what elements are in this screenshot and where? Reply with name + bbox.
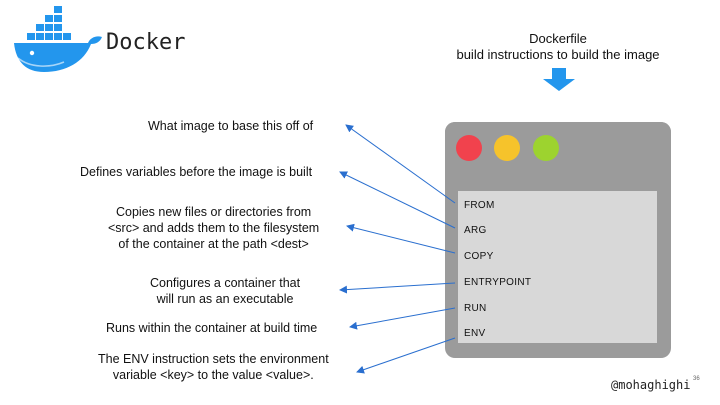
author-handle: @mohaghighi: [611, 378, 691, 392]
description-copy: Copies new files or directories from <sr…: [108, 205, 320, 251]
down-arrow-icon: [543, 68, 575, 91]
arrow-arg: [339, 171, 456, 229]
brand-name: Docker: [106, 30, 186, 55]
description-env: The ENV instruction sets the environment…: [98, 352, 329, 382]
arrow-run: [349, 307, 456, 330]
description-from: What image to base this off of: [148, 119, 314, 133]
instruction-copy: COPY: [464, 251, 494, 262]
description-arg: Defines variables before the image is bu…: [80, 165, 313, 179]
maximize-dot-icon: [533, 135, 559, 161]
arrow-from: [345, 124, 456, 204]
instruction-entrypoint: ENTRYPOINT: [464, 277, 532, 288]
instruction-run: RUN: [464, 303, 487, 314]
instruction-from: FROM: [464, 200, 495, 211]
description-entrypoint: Configures a container that will run as …: [150, 276, 301, 306]
close-dot-icon: [456, 135, 482, 161]
instruction-env: ENV: [464, 328, 486, 339]
header-title: Dockerfile: [529, 31, 587, 46]
instruction-arg: ARG: [464, 225, 487, 236]
description-run: Runs within the container at build time: [106, 321, 318, 335]
arrow-copy: [346, 223, 456, 254]
page-number: 36: [693, 376, 700, 382]
arrow-env: [356, 337, 456, 374]
window-titlebar: [445, 122, 671, 174]
header-subtitle: build instructions to build the image: [456, 47, 660, 62]
docker-whale-logo: [14, 6, 102, 72]
minimize-dot-icon: [494, 135, 520, 161]
dockerfile-window: FROM ARG COPY ENTRYPOINT RUN ENV: [445, 122, 671, 358]
arrow-entrypoint: [339, 282, 456, 294]
dockerfile-content: FROM ARG COPY ENTRYPOINT RUN ENV: [458, 191, 657, 343]
